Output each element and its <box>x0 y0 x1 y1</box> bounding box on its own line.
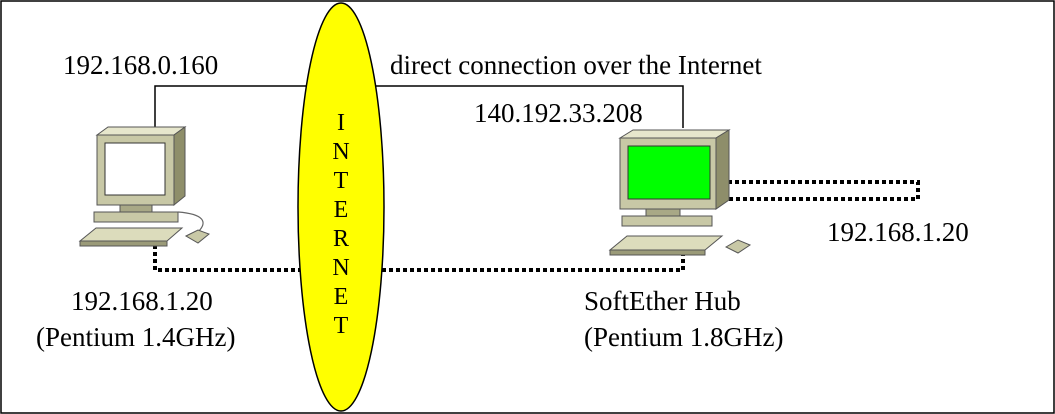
internet-letter: N <box>332 139 349 165</box>
left-vpn-ip-label: 192.168.1.20 <box>71 286 213 316</box>
connection-label: direct connection over the Internet <box>390 50 762 80</box>
internet-letter: E <box>334 284 349 310</box>
hub-remote-link-line <box>728 180 920 201</box>
internet-letter: T <box>334 313 349 339</box>
right-computer-screen <box>627 145 711 200</box>
hub-name-label: SoftEther Hub <box>584 286 741 316</box>
right-cpu-label: (Pentium 1.8GHz) <box>584 322 783 352</box>
internet-connection-line <box>154 85 684 128</box>
right-public-ip-label: 140.192.33.208 <box>474 98 643 128</box>
internet-letter: E <box>334 197 349 223</box>
left-public-ip-label: 192.168.0.160 <box>63 50 218 80</box>
remote-ip-label: 192.168.1.20 <box>827 217 969 247</box>
left-cpu-label: (Pentium 1.4GHz) <box>36 322 235 352</box>
left-computer-screen <box>104 142 166 196</box>
internet-letter: N <box>332 255 349 281</box>
right-computer-icon <box>608 129 752 256</box>
internet-letter: T <box>334 168 349 194</box>
left-computer-icon <box>78 126 210 247</box>
internet-cloud <box>297 2 385 412</box>
internet-letter: R <box>333 226 349 252</box>
internet-letter: I <box>337 110 345 136</box>
